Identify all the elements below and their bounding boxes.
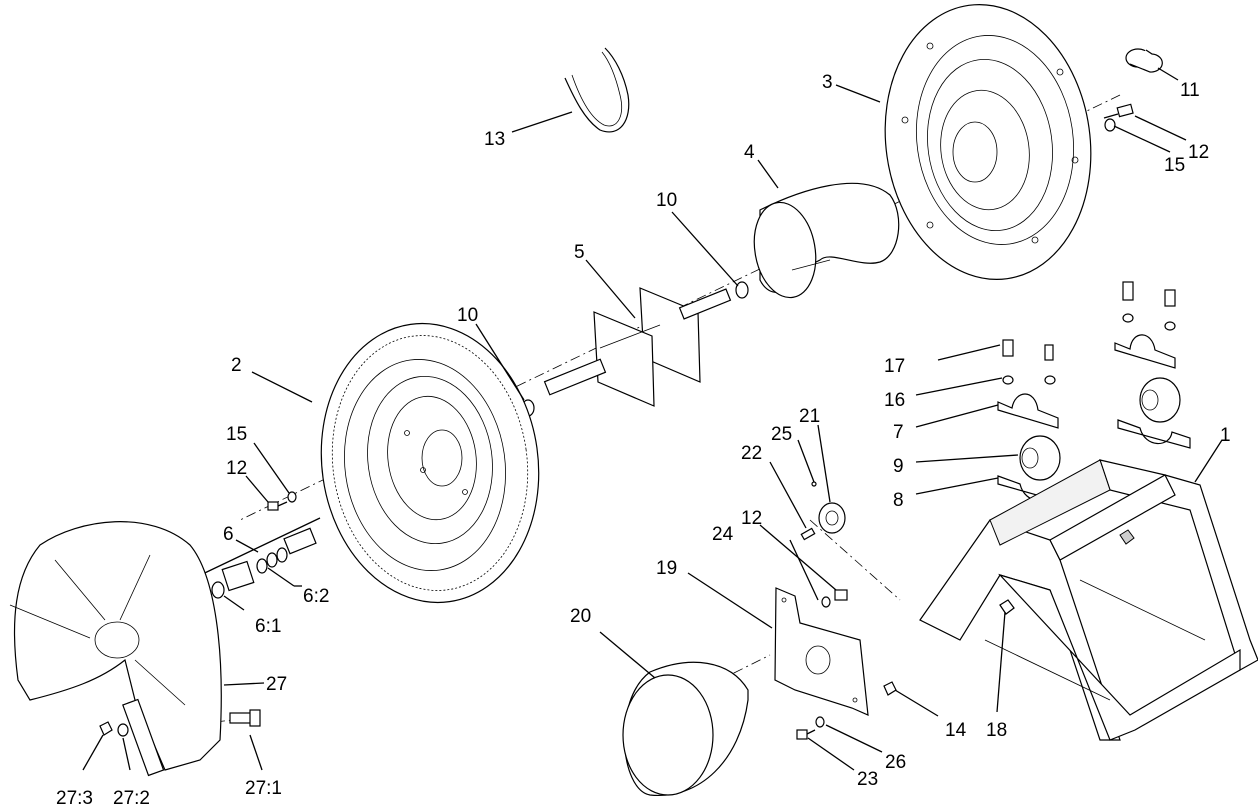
callout-15: 15 — [226, 424, 247, 445]
callout-1: 1 — [1220, 425, 1231, 446]
part-12-screw-top — [1103, 103, 1134, 119]
part-13-belt — [564, 47, 630, 133]
part-9-bearing-ball — [1019, 435, 1061, 481]
callout-8: 8 — [893, 490, 904, 511]
callout-13: 13 — [484, 129, 505, 150]
callout-22: 22 — [741, 443, 762, 464]
callout-10: 10 — [457, 305, 478, 326]
callout-12: 12 — [226, 458, 247, 479]
callout-5: 5 — [574, 242, 585, 263]
part-12-screw-right — [834, 589, 848, 601]
callout-15: 15 — [1164, 155, 1185, 176]
part-10-oring-a — [735, 281, 749, 299]
callout-12: 12 — [1188, 142, 1209, 163]
callout-26: 26 — [885, 752, 906, 773]
part-22-spring — [800, 527, 816, 541]
part-16-washer — [1002, 313, 1176, 385]
part-15-washer-top — [1104, 118, 1116, 132]
callout-21: 21 — [799, 406, 820, 427]
callout-labels: 13 3 11 12 15 4 10 5 10 2 15 12 6 6:2 6:… — [56, 72, 1231, 809]
callout-24: 24 — [712, 524, 734, 545]
callout-4: 4 — [744, 142, 755, 163]
part-12-screw-left — [267, 501, 288, 511]
part-23-bolt — [796, 729, 816, 740]
part-6-swivel — [189, 517, 321, 592]
part-6-1-retaining-ring — [211, 581, 225, 599]
callout-2: 2 — [231, 355, 242, 376]
part-5-shaft-assembly — [543, 287, 732, 407]
bearing-right-set — [1114, 334, 1191, 449]
part-18-nut — [999, 599, 1015, 615]
callout-27-1: 27:1 — [245, 778, 282, 799]
callout-18: 18 — [986, 720, 1007, 741]
part-17-bolt — [1002, 281, 1176, 361]
callout-25: 25 — [771, 424, 792, 445]
callout-17: 17 — [884, 356, 905, 377]
callout-7: 7 — [893, 422, 904, 443]
callout-20: 20 — [570, 606, 591, 627]
part-27-3-nut — [99, 721, 113, 736]
part-1-stand — [919, 459, 1258, 741]
callout-9: 9 — [893, 456, 904, 477]
part-21-sprocket — [818, 502, 846, 534]
part-3-flange-disc — [884, 4, 1092, 280]
callout-23: 23 — [857, 769, 878, 790]
callout-3: 3 — [822, 72, 833, 93]
part-27-guard — [9, 521, 222, 777]
callout-12: 12 — [741, 508, 762, 529]
callout-16: 16 — [884, 390, 905, 411]
callout-6-2: 6:2 — [303, 586, 329, 607]
part-27-2-washer — [117, 723, 129, 737]
callout-27: 27 — [266, 674, 287, 695]
part-4-drum — [753, 182, 900, 299]
part-20-motor — [622, 661, 749, 796]
callout-6: 6 — [223, 524, 234, 545]
part-11-bushing — [1125, 48, 1163, 73]
callout-19: 19 — [656, 558, 677, 579]
part-7-bearing-cap — [997, 393, 1059, 429]
callout-11: 11 — [1180, 80, 1200, 101]
part-15-washer-left — [287, 491, 297, 503]
part-25-screw — [811, 481, 817, 487]
leader-lines — [82, 67, 1223, 771]
part-27-1-bolt — [229, 709, 261, 727]
part-19-mount-plate — [774, 587, 869, 716]
part-14-nut — [883, 681, 897, 696]
callout-10: 10 — [656, 190, 677, 211]
part-26-washer — [815, 716, 825, 728]
part-2-gear-disc — [320, 322, 540, 604]
callout-6-1: 6:1 — [255, 616, 281, 637]
part-24-washer — [821, 596, 831, 608]
callout-27-3: 27:3 — [56, 788, 93, 809]
callout-27-2: 27:2 — [113, 788, 150, 809]
callout-14: 14 — [945, 720, 967, 741]
